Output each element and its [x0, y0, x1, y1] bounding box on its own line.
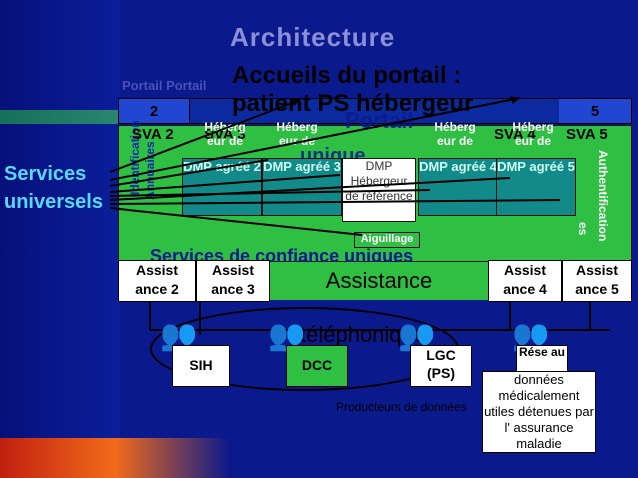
- hebergeur-4: Héberg eur de: [434, 120, 476, 148]
- services-universels-label: Services universels: [4, 160, 103, 216]
- assistance-5: Assist ance 5: [562, 260, 632, 302]
- subtitle-line-2: patient PS hébergeur: [232, 90, 474, 117]
- assistance-3: Assist ance 3: [196, 260, 270, 302]
- services-line-2: universels: [4, 191, 103, 213]
- dmp-agree-4: DMP agréé 4: [418, 158, 498, 216]
- aiguillage-box: Aiguillage: [354, 232, 420, 248]
- hebergeur-5: Héberg eur de: [512, 120, 554, 148]
- sva-5-label: SVA 5: [566, 126, 608, 143]
- topbar-cell-2: 2: [119, 99, 190, 123]
- authentification-suffix: es: [576, 222, 590, 236]
- assistance-central-box: Assistance: [270, 262, 488, 300]
- sva-2-label: SVA 2: [132, 126, 174, 143]
- portail-unique-overlay: Portail: [345, 108, 414, 133]
- sva-3-label: SVA 3: [204, 126, 246, 143]
- services-line-1: Services: [4, 163, 87, 185]
- sva-4-label: SVA 4: [494, 126, 536, 143]
- topbar-cell-5: 5: [559, 99, 631, 123]
- assurance-maladie-info: données médicalement utiles détenues par…: [482, 371, 596, 453]
- producer-dcc: DCC: [286, 345, 348, 387]
- slide-title: Architecture: [230, 22, 396, 52]
- overlap-portail-text: Portail Portail: [122, 78, 207, 93]
- hebergeur-3: Héberg eur de: [276, 120, 318, 148]
- portal-top-bar: 2 5: [118, 98, 632, 124]
- slide-subtitle: Accueils du portail : patient PS héberge…: [232, 62, 473, 118]
- dmp-agree-5: DMP agréé 5: [496, 158, 576, 216]
- producer-sih: SIH: [172, 345, 230, 387]
- dmp-agree-3: DMP agréé 3: [262, 158, 342, 216]
- authentification-label: Authentification: [596, 150, 610, 242]
- assistance-2: Assist ance 2: [118, 260, 196, 302]
- producer-lgc: LGC (PS): [410, 345, 472, 387]
- assistance-4: Assist ance 4: [488, 260, 562, 302]
- producers-label: Producteurs de données: [336, 400, 467, 414]
- subtitle-line-1: Accueils du portail :: [232, 62, 462, 89]
- left-gradient-panel: [0, 0, 120, 478]
- decorative-bottom-bar: [0, 438, 230, 478]
- producer-reseau: Rése au: [516, 345, 568, 373]
- telephonique-label: téléphonique: [300, 322, 427, 347]
- reference-dmp: DMP: [365, 159, 393, 173]
